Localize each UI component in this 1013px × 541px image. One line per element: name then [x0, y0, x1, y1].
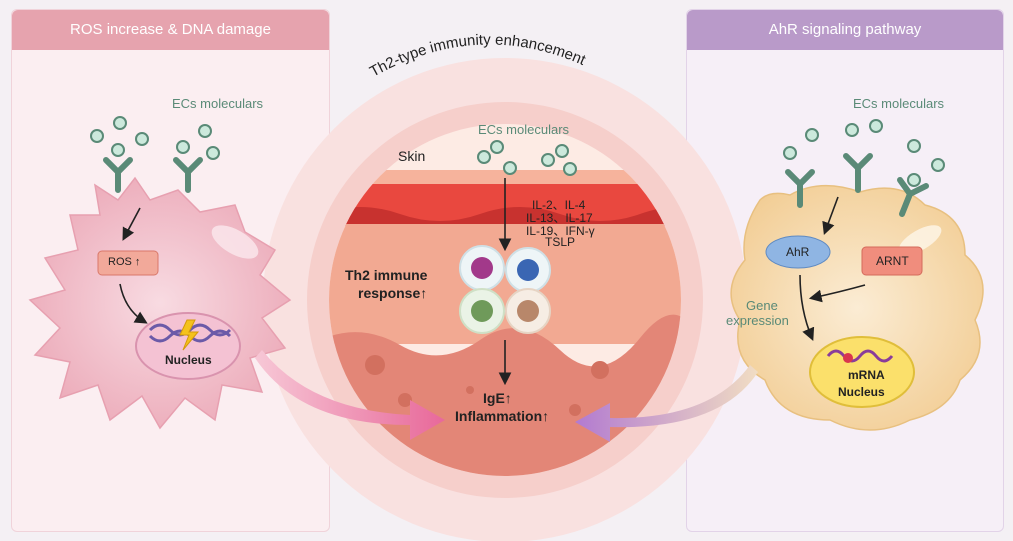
right-nucleus-label: Nucleus [838, 385, 885, 399]
mrna-marker [843, 353, 853, 363]
left-panel-title: ROS increase & DNA damage [12, 10, 329, 50]
center-ecs-dots [477, 140, 577, 176]
arrow-receptor-to-ros [122, 207, 141, 241]
ros-box [97, 250, 159, 276]
gene-label-line-1: Gene [746, 298, 778, 313]
arrow-ahr-to-nucleus [799, 274, 815, 341]
cytokine-line-4: TSLP [545, 235, 576, 249]
ahr-oval [765, 235, 831, 269]
arnt-box [861, 246, 923, 276]
ros-label: ROS ↑ [108, 256, 141, 268]
center-ecs-label: ECs moleculars [478, 122, 570, 137]
arnt-label: ARNT [876, 254, 909, 268]
arrow-arnt-to-gene [808, 284, 866, 303]
th2-label-line-2: response↑ [358, 285, 428, 301]
right-nucleus [809, 336, 915, 408]
right-ecs-dots [783, 119, 945, 187]
cytokine-line-1: IL-2、IL-4 [532, 198, 586, 212]
left-nucleus [135, 312, 241, 380]
skin-section [329, 124, 681, 476]
arrow-ros-to-nucleus [119, 283, 148, 324]
immune-cells [459, 245, 551, 334]
left-receptors [103, 157, 203, 193]
right-ecs-label: ECs moleculars [853, 96, 945, 111]
cytokine-line-2: IL-13、IL-17 [526, 211, 593, 225]
th2-label-line-1: Th2 immune [345, 267, 428, 283]
ahr-label: AhR [786, 245, 810, 259]
right-panel-title: AhR signaling pathway [687, 10, 1003, 50]
cytokine-line-3: IL-19、IFN-γ [526, 224, 595, 238]
mrna-strand [826, 349, 894, 363]
dna-damage-icon [148, 319, 232, 351]
left-cell-body [28, 176, 292, 430]
mrna-label: mRNA [848, 368, 885, 382]
left-ecs-label: ECs moleculars [172, 96, 264, 111]
left-nucleus-label: Nucleus [165, 353, 212, 367]
ige-label: IgE↑ [483, 390, 512, 406]
skin-label: Skin [398, 148, 426, 164]
right-to-center-arrow [575, 365, 758, 442]
inflammation-label: Inflammation↑ [455, 408, 550, 424]
gene-label-line-2: expression [726, 313, 789, 328]
right-receptors [785, 153, 929, 217]
left-to-center-arrow [255, 350, 445, 440]
left-ecs-dots [90, 116, 220, 160]
arrow-receptor-to-ahr [822, 196, 839, 235]
